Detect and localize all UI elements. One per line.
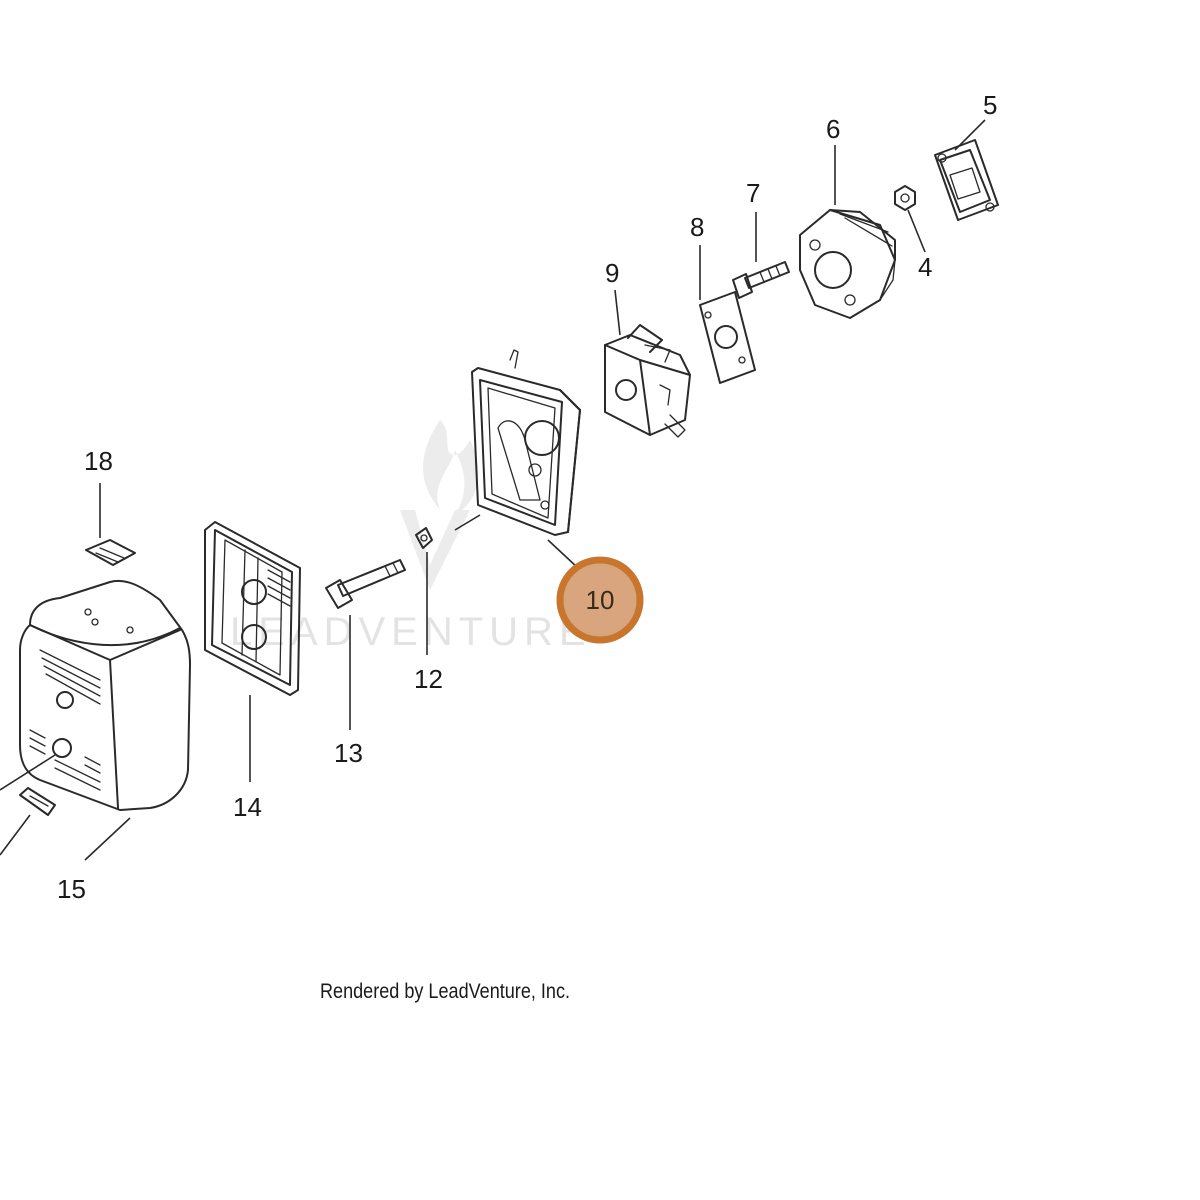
watermark-text: LEADVENTURE [230,610,592,654]
part-label-9[interactable]: 9 [605,258,619,288]
part-10-air-filter-base[interactable] [454,349,581,569]
part-label-13[interactable]: 13 [334,738,363,768]
part-label-4[interactable]: 4 [918,252,932,282]
part-12-nut[interactable] [415,527,433,655]
part-5-gasket[interactable] [934,119,999,221]
part-6-insulator[interactable] [799,145,896,319]
part-15-air-cleaner-cover[interactable] [0,580,191,861]
callout-ring[interactable] [556,556,644,644]
part-label-7[interactable]: 7 [746,178,760,208]
part-13-bolt[interactable] [325,559,406,730]
part-label-14[interactable]: 14 [233,792,262,822]
part-14-filter-element[interactable] [204,521,301,782]
part-label-8[interactable]: 8 [690,212,704,242]
render-credit: Rendered by LeadVenture, Inc. [320,980,571,1003]
part-4-nut[interactable] [894,185,926,253]
leadventure-watermark-logo [400,420,479,590]
part-label-10[interactable]: 10 [586,585,615,615]
part-label-18[interactable]: 18 [84,446,113,476]
part-9-carburetor[interactable] [604,289,691,438]
part-label-15[interactable]: 15 [57,874,86,904]
part-label-12[interactable]: 12 [414,664,443,694]
part-label-6[interactable]: 6 [826,114,840,144]
part-18-label-plate[interactable] [85,483,136,566]
part-label-5[interactable]: 5 [983,90,997,120]
callout-part-10[interactable]: 10 [556,556,644,644]
part-7-bolt[interactable] [732,212,790,299]
part-8-gasket[interactable] [699,245,756,384]
